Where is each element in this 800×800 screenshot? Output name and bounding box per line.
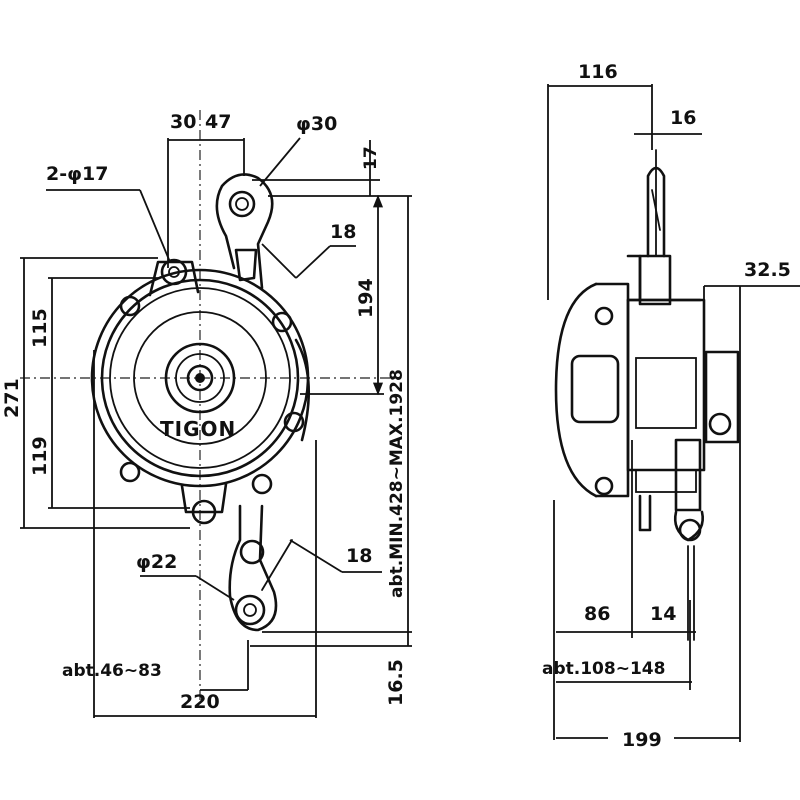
- dim-194: 194: [355, 278, 377, 318]
- dim-220: 220: [180, 691, 220, 713]
- drum-body: [90, 258, 310, 525]
- dim-108-148: abt.108~148: [542, 659, 665, 679]
- brand-label: TIGON: [160, 417, 236, 441]
- dim-86: 86: [584, 603, 610, 625]
- dim-14: 14: [650, 603, 676, 625]
- side-top-hook: [646, 149, 666, 258]
- bottom-hook: [228, 504, 293, 632]
- dim-32-5: 32.5: [744, 259, 791, 281]
- side-view: 116 16 32.5 86 14 abt.108~148 199: [542, 61, 800, 751]
- dim-46-83: abt.46~83: [62, 661, 162, 681]
- top-hook: [215, 173, 274, 290]
- side-bottom-hook: [673, 438, 704, 641]
- dim-stroke-range: abt.MIN.428~MAX.1928: [387, 369, 407, 598]
- dim-18-top: 18: [330, 221, 356, 243]
- dim-30: 30: [170, 111, 196, 133]
- side-housing: [554, 254, 740, 532]
- dim-271: 271: [1, 378, 23, 418]
- dim-16-5: 16.5: [385, 659, 407, 706]
- dim-phi22: φ22: [136, 551, 177, 573]
- dim-17: 17: [361, 146, 381, 170]
- dim-116: 116: [578, 61, 618, 83]
- dim-119: 119: [29, 436, 51, 476]
- dim-199: 199: [622, 729, 662, 751]
- dim-18-bottom: 18: [346, 545, 372, 567]
- front-view: TIGON 30 47 φ30 17 2-: [1, 110, 412, 718]
- dim-16: 16: [670, 107, 696, 129]
- dim-2-phi17: 2-φ17: [46, 163, 108, 185]
- dim-phi30: φ30: [296, 113, 337, 135]
- dim-115: 115: [29, 308, 51, 348]
- dim-47: 47: [205, 111, 231, 133]
